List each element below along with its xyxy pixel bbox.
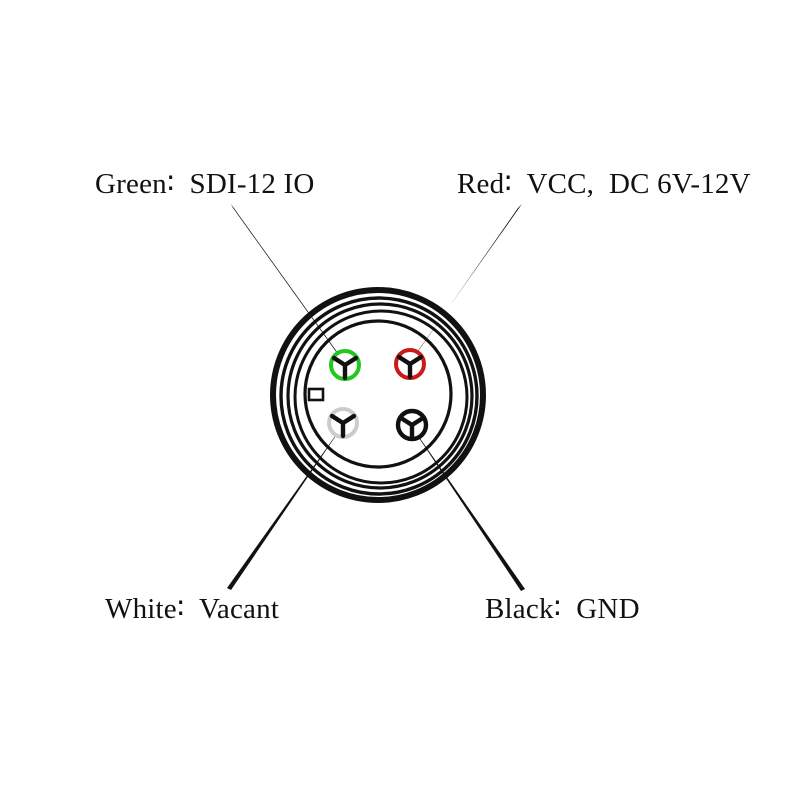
leader-line-white <box>227 415 350 590</box>
shell-ring-4 <box>293 309 469 485</box>
shell-ring-3 <box>286 302 474 490</box>
shell-ring-2 <box>279 296 479 496</box>
label-black-pin: Black∶ GND <box>485 593 640 625</box>
connector-shell <box>270 287 486 503</box>
label-red-pin: Red∶ VCC, DC 6V-12V <box>457 168 751 200</box>
keyway-notch <box>307 387 325 402</box>
leader-line-green <box>231 204 352 374</box>
pin-green <box>329 349 361 381</box>
pin-black <box>395 408 429 442</box>
pin-white-spokes <box>329 413 357 439</box>
leader-line-black <box>405 417 525 591</box>
pin-white <box>327 407 359 439</box>
pin-red-spokes <box>396 354 424 380</box>
pin-red <box>394 348 426 380</box>
outer-shell-ring <box>270 287 486 503</box>
label-green-pin: Green∶ SDI-12 IO <box>95 168 315 200</box>
pin-black-spokes <box>398 415 426 441</box>
connector-face-ring <box>303 319 453 469</box>
label-white-pin: White∶ Vacant <box>105 593 280 625</box>
pin-green-spokes <box>331 355 359 381</box>
